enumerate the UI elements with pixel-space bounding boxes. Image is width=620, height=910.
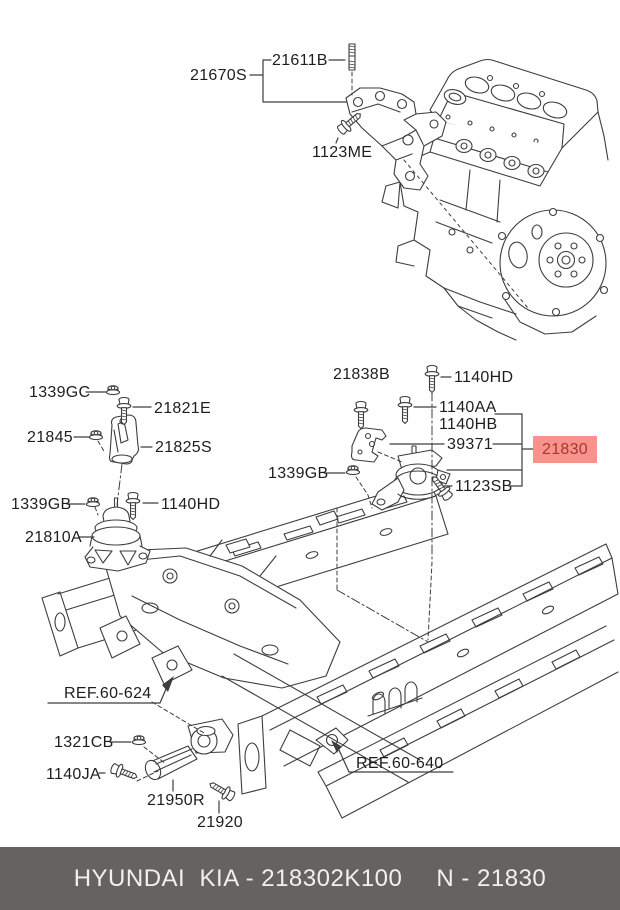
part-label-21838B[interactable]: 21838B xyxy=(333,366,390,383)
part-label-1140HD-right[interactable]: 1140HD xyxy=(454,369,514,386)
engine-mount-bracket-drawing xyxy=(345,87,447,191)
part-label-21810A[interactable]: 21810A xyxy=(25,529,82,546)
part-label-1339GC[interactable]: 1339GC xyxy=(29,384,91,401)
part-label-21920[interactable]: 21920 xyxy=(197,814,243,831)
engine-mount-insulator-right-drawing xyxy=(371,445,451,511)
part-label-21670S[interactable]: 21670S xyxy=(190,67,247,84)
part-label-1140AA[interactable]: 1140AA xyxy=(439,399,497,416)
bolt-1140HD-right-icon xyxy=(424,364,440,394)
ref-60-624-arrow xyxy=(47,676,174,704)
nut-1339GB-right-icon xyxy=(345,465,361,476)
part-label-21825S[interactable]: 21825S xyxy=(155,439,212,456)
subframe-drawing xyxy=(99,539,421,783)
projection-lines xyxy=(94,71,529,782)
bolt-21920-icon xyxy=(206,777,238,804)
part-label-1339GB-left[interactable]: 1339GB xyxy=(11,496,72,513)
engine-mount-insulator-left-drawing xyxy=(84,497,151,572)
roll-rod-mount-drawing xyxy=(144,718,234,781)
footer-brand-part-number: HYUNDAI KIA - 218302K100 xyxy=(73,864,403,892)
part-label-1339GB-right[interactable]: 1339GB xyxy=(268,465,329,482)
part-label-1123SB[interactable]: 1123SB xyxy=(455,478,513,495)
bolt-21838B-icon xyxy=(353,400,369,430)
nut-21845-icon xyxy=(88,430,104,441)
nut-1321CB-icon xyxy=(131,735,147,746)
bolt-1140AA-icon xyxy=(397,395,413,425)
ref-60-640-arrow xyxy=(331,740,454,773)
part-label-39371[interactable]: 39371 xyxy=(447,436,493,453)
part-label-1321CB[interactable]: 1321CB xyxy=(54,734,114,751)
frame-rail-lower-drawing xyxy=(315,625,619,819)
bolt-1140JA-icon xyxy=(108,760,140,785)
leader-lines xyxy=(66,59,534,814)
engine-drawing xyxy=(381,58,609,341)
highlighted-part-callout-21830[interactable]: 21830 xyxy=(533,436,597,463)
ref-link-60-640[interactable]: REF.60-640 xyxy=(356,755,444,772)
frame-rail-right-drawing xyxy=(237,543,619,795)
footer-bar: HYUNDAI KIA - 218302K100 N - 21830 xyxy=(0,847,620,910)
transmission-bracket-drawing xyxy=(350,427,387,463)
ref-link-60-624[interactable]: REF.60-624 xyxy=(64,685,152,702)
part-label-1123ME[interactable]: 1123ME xyxy=(312,144,373,161)
part-label-21950R[interactable]: 21950R xyxy=(147,792,205,809)
footer-catalog-ref: N - 21830 xyxy=(436,864,547,892)
nut-1339GB-left-icon xyxy=(85,497,101,508)
part-label-21821E[interactable]: 21821E xyxy=(154,400,211,417)
part-label-1140JA[interactable]: 1140JA xyxy=(46,766,101,783)
stud-bolt-21611B-icon xyxy=(348,43,356,71)
part-label-1140HD-left[interactable]: 1140HD xyxy=(161,496,221,513)
nut-1339GC-icon xyxy=(105,385,121,396)
part-label-21611B[interactable]: 21611B xyxy=(272,52,328,69)
part-label-1140HB[interactable]: 1140HB xyxy=(439,416,498,433)
part-label-21845[interactable]: 21845 xyxy=(27,429,73,446)
side-mount-bracket-drawing xyxy=(108,414,140,465)
